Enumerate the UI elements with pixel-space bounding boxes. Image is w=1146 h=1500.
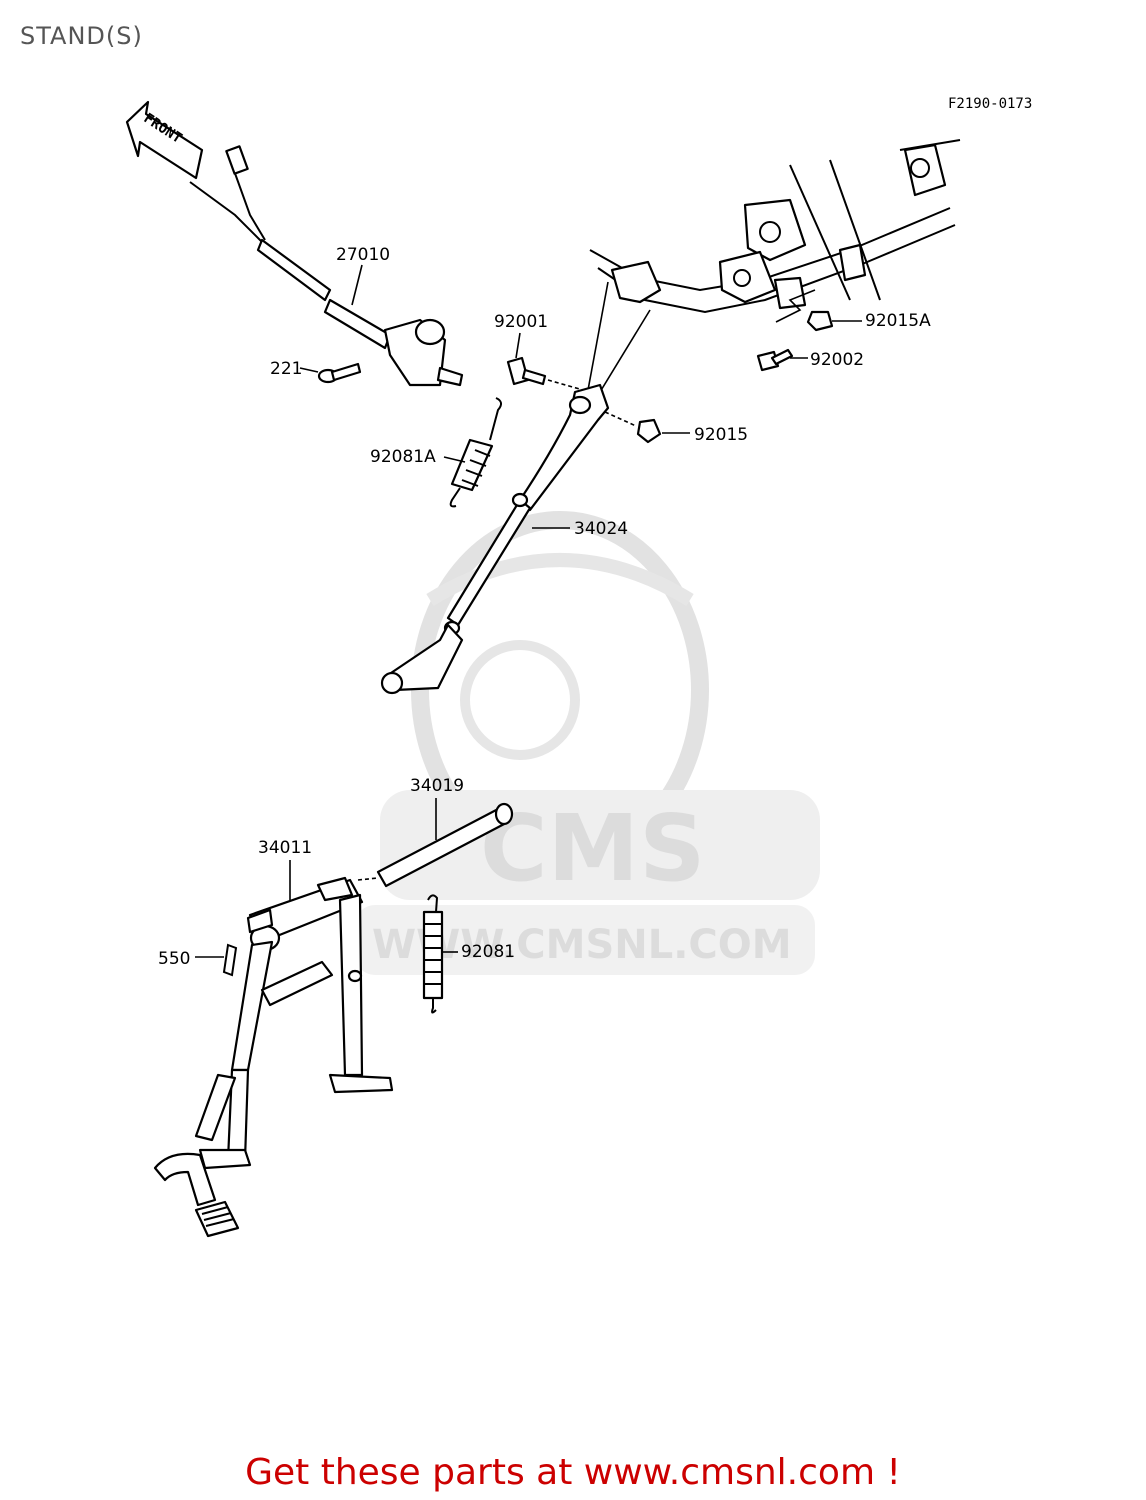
- label-221: 221: [270, 359, 302, 379]
- frame-assembly: [589, 139, 961, 314]
- label-34011: 34011: [258, 838, 312, 858]
- footer-link[interactable]: Get these parts at www.cmsnl.com !: [245, 1452, 901, 1493]
- label-92015a: 92015A: [865, 311, 931, 331]
- exploded-parts-diagram: CMS WWW.CMSNL.COM F2190-0173 FRONT: [125, 96, 1032, 1238]
- side-stand-34024: [380, 281, 651, 695]
- label-92015: 92015: [694, 425, 748, 445]
- front-arrow-icon: FRONT: [125, 100, 204, 180]
- shaft-34019: [357, 798, 514, 888]
- spring-92081a: [443, 397, 502, 508]
- label-34024: 34024: [574, 519, 628, 539]
- page-title: STAND(S): [20, 22, 143, 50]
- fasteners-92015a-92002: [756, 289, 862, 372]
- label-92081: 92081: [461, 942, 515, 962]
- figure-code: F2190-0173: [948, 96, 1032, 112]
- screw-221: [299, 362, 362, 384]
- spring-92081: [422, 894, 458, 1014]
- label-92081a: 92081A: [370, 447, 436, 467]
- label-34019: 34019: [410, 776, 464, 796]
- label-550: 550: [158, 949, 190, 969]
- side-stand-switch: [189, 145, 464, 387]
- label-27010: 27010: [336, 245, 390, 265]
- bolt-92001: [506, 332, 591, 393]
- watermark-brand: CMS: [480, 795, 705, 902]
- main-stand-34011: [153, 860, 394, 1238]
- cotter-pin-550: [195, 943, 238, 977]
- cms-watermark: CMS WWW.CMSNL.COM: [355, 511, 820, 975]
- label-92001: 92001: [494, 312, 548, 332]
- label-92002: 92002: [810, 350, 864, 370]
- nut-92015: [604, 411, 690, 444]
